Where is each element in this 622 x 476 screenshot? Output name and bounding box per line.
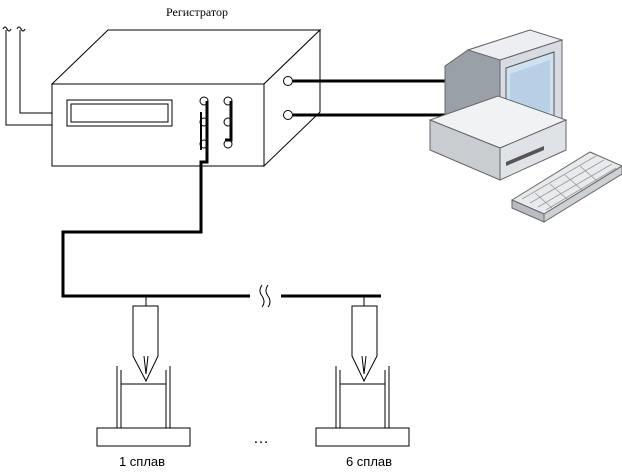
crucible-6-label: 6 сплав bbox=[346, 454, 392, 469]
thermocouple-1 bbox=[132, 305, 159, 383]
keyboard-icon bbox=[510, 151, 622, 223]
recorder-label: Регистратор bbox=[166, 5, 228, 19]
output-connectors bbox=[283, 76, 293, 120]
line-break-mark bbox=[259, 284, 271, 308]
thermocouple-leads bbox=[145, 296, 365, 306]
recorder-display bbox=[66, 99, 173, 127]
crucible-6 bbox=[315, 366, 410, 447]
computer-case-icon bbox=[428, 95, 568, 181]
crucible-1-label: 1 сплав bbox=[119, 454, 165, 469]
thermocouple-6 bbox=[351, 305, 378, 383]
recorder-box bbox=[50, 28, 322, 168]
power-cable bbox=[2, 26, 52, 126]
signal-cables bbox=[61, 79, 452, 298]
crucible-1 bbox=[96, 366, 191, 447]
ellipsis-label: … bbox=[253, 430, 269, 447]
